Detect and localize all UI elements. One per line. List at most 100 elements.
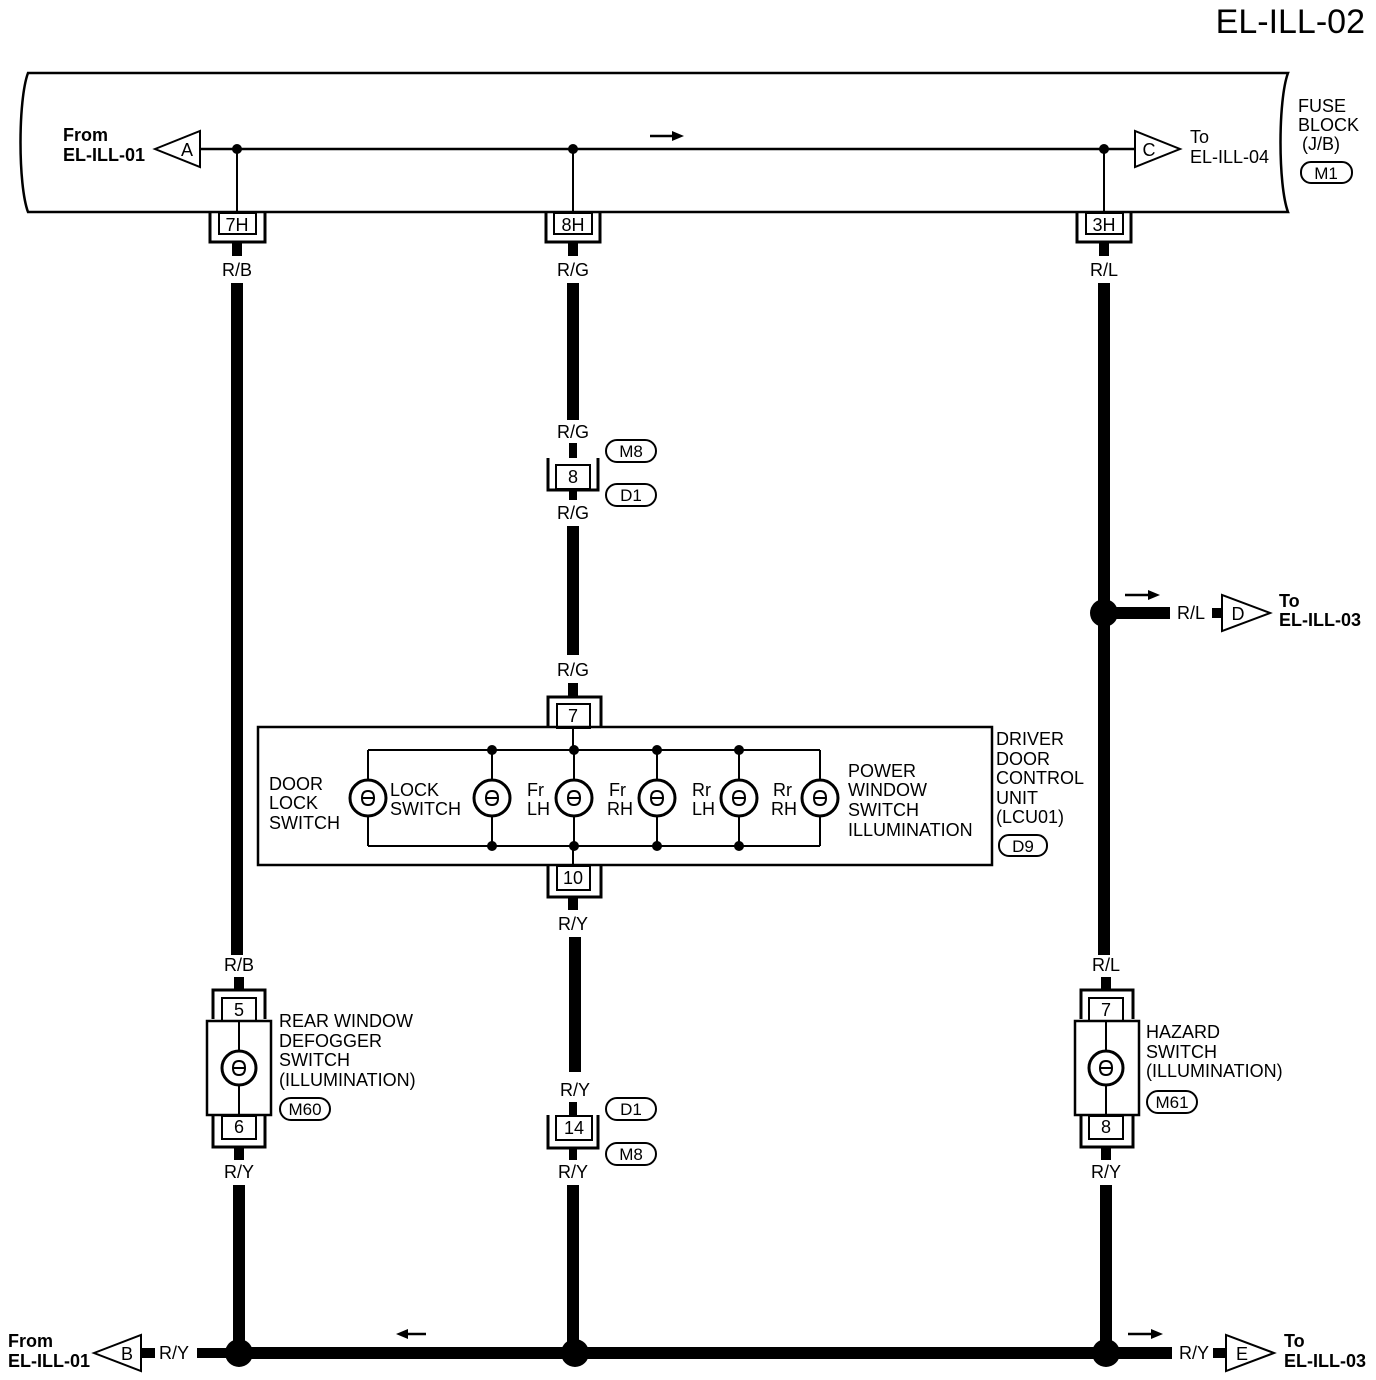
door-lock-label-1: DOOR xyxy=(269,774,323,794)
connector-m1-label: M1 xyxy=(1314,164,1338,183)
defogger-label-4: (ILLUMINATION) xyxy=(279,1070,416,1090)
ref-b-line2: EL-ILL-01 xyxy=(8,1351,90,1371)
rear-defogger-switch: 5 6 REAR WINDOW DEFOGGER SWITCH (ILLUMIN… xyxy=(205,988,416,1149)
wire-label-ry-left: R/Y xyxy=(224,1162,254,1182)
rr-rh-label-2: RH xyxy=(771,799,797,819)
flow-arrow-icon xyxy=(396,1329,426,1339)
svg-text:8: 8 xyxy=(1101,1117,1111,1137)
lock-switch-label-1: LOCK xyxy=(390,780,439,800)
svg-text:B: B xyxy=(121,1344,133,1364)
wire-label-ry-b: R/Y xyxy=(159,1343,189,1363)
connector-m8-badge-lower xyxy=(605,1142,657,1166)
flow-arrow-icon xyxy=(1128,1329,1163,1339)
wire-right-column: R/L R/L D To EL-ILL-03 R/L 7 xyxy=(1073,242,1361,1352)
pws-label-4: ILLUMINATION xyxy=(848,820,973,840)
svg-text:8: 8 xyxy=(568,467,578,487)
svg-text:3H: 3H xyxy=(1092,215,1115,235)
wire-bottom-bus: R/Y B From EL-ILL-01 R/Y E To EL-ILL-03 xyxy=(8,1329,1366,1373)
svg-text:7H: 7H xyxy=(225,215,248,235)
svg-text:M8: M8 xyxy=(619,442,643,461)
connector-d9-label: D9 xyxy=(1012,837,1034,856)
hazard-label-2: SWITCH xyxy=(1146,1042,1217,1062)
svg-text:5: 5 xyxy=(234,1000,244,1020)
wire-label-rl-top: R/L xyxy=(1090,260,1118,280)
connector-m60-badge xyxy=(279,1097,331,1121)
ref-c-to-el-ill-04: C To EL-ILL-04 xyxy=(1134,127,1269,169)
hazard-label-3: (ILLUMINATION) xyxy=(1146,1061,1283,1081)
wire-middle-lower: R/Y R/Y 14 D1 M8 R/Y xyxy=(546,897,657,1352)
wire-label-rb-top: R/B xyxy=(222,260,252,280)
hazard-label-1: HAZARD xyxy=(1146,1022,1220,1042)
connector-m61-label: M61 xyxy=(1155,1093,1188,1112)
svg-text:M8: M8 xyxy=(619,1145,643,1164)
svg-text:10: 10 xyxy=(563,868,583,888)
terminal-3h: 3H xyxy=(1075,212,1133,244)
door-lock-label-3: SWITCH xyxy=(269,813,340,833)
wire-left-column: R/B R/B 5 6 REAR WINDOW DEFOGGER SWITCH … xyxy=(205,242,416,1352)
wire-label-ry-e: R/Y xyxy=(1179,1343,1209,1363)
svg-text:C: C xyxy=(1143,140,1156,160)
ref-e-line1: To xyxy=(1284,1331,1305,1351)
flow-arrow-icon xyxy=(1125,590,1160,600)
connector-m1-badge xyxy=(1300,161,1353,184)
defogger-label-3: SWITCH xyxy=(279,1050,350,1070)
wire-label-ry-mid-3: R/Y xyxy=(558,1162,588,1182)
fuse-block-label-1: FUSE xyxy=(1298,96,1346,116)
ref-b-line1: From xyxy=(8,1331,53,1351)
connector-d1-badge xyxy=(605,483,657,507)
lamp-lock-switch xyxy=(472,745,512,851)
ref-c-line1: To xyxy=(1190,127,1209,147)
fuse-block: FUSE BLOCK (J/B) M1 xyxy=(19,71,1359,214)
fuse-block-label-3: (J/B) xyxy=(1302,134,1340,154)
fr-lh-label-2: LH xyxy=(527,799,550,819)
rr-lh-label-1: Rr xyxy=(692,780,711,800)
wire-label-rg-1: R/G xyxy=(557,260,589,280)
lamp-rr-lh xyxy=(719,745,759,851)
wire-label-rg-4: R/G xyxy=(557,660,589,680)
ref-d-line1: To xyxy=(1279,591,1300,611)
connector-m8-badge xyxy=(605,439,657,463)
fuse-block-label-2: BLOCK xyxy=(1298,115,1359,135)
bulb-icon xyxy=(1087,1049,1125,1087)
hazard-switch: 7 8 HAZARD SWITCH (ILLUMINATION) M61 xyxy=(1073,988,1283,1149)
svg-text:7: 7 xyxy=(1101,1000,1111,1020)
lamp-fr-lh xyxy=(554,745,594,851)
ref-e-line2: EL-ILL-03 xyxy=(1284,1351,1366,1371)
svg-text:8H: 8H xyxy=(561,215,584,235)
rr-lh-label-2: LH xyxy=(692,799,715,819)
wire-label-rg-2: R/G xyxy=(557,422,589,442)
svg-text:6: 6 xyxy=(234,1117,244,1137)
rr-rh-label-1: Rr xyxy=(773,780,792,800)
lamp-door-lock-switch xyxy=(348,750,388,846)
dcu-label-2: DOOR xyxy=(996,749,1050,769)
fr-lh-label-1: Fr xyxy=(527,780,544,800)
pws-label-2: WINDOW xyxy=(848,780,927,800)
ref-a-line2: EL-ILL-01 xyxy=(63,145,145,165)
lock-switch-label-2: SWITCH xyxy=(390,799,461,819)
inline-connector-m8-d1-pin8: 8 M8 D1 xyxy=(546,439,657,507)
connector-m61-badge xyxy=(1146,1090,1198,1114)
svg-text:D: D xyxy=(1232,604,1245,624)
ref-b-from-el-ill-01: B From EL-ILL-01 xyxy=(8,1331,142,1373)
wire-label-rl-branch: R/L xyxy=(1177,603,1205,623)
wire-label-ry-mid-2: R/Y xyxy=(560,1080,590,1100)
defogger-label-2: DEFOGGER xyxy=(279,1031,382,1051)
ref-e-to-el-ill-03: E To EL-ILL-03 xyxy=(1225,1331,1366,1373)
wire-middle-column: R/G R/G 8 M8 D1 R/G R/G xyxy=(546,242,657,697)
ref-a-from-el-ill-01: A From EL-ILL-01 xyxy=(63,125,201,169)
svg-text:E: E xyxy=(1236,1344,1248,1364)
defogger-label-1: REAR WINDOW xyxy=(279,1011,413,1031)
wire-label-ry-mid-1: R/Y xyxy=(558,914,588,934)
pws-label-1: POWER xyxy=(848,761,916,781)
inline-connector-d1-m8-pin14: 14 D1 M8 xyxy=(546,1097,657,1166)
svg-text:14: 14 xyxy=(564,1118,584,1138)
wire-label-ry-right: R/Y xyxy=(1091,1162,1121,1182)
page-title: EL-ILL-02 xyxy=(1216,3,1365,41)
dcu-label-4: UNIT xyxy=(996,788,1038,808)
svg-text:A: A xyxy=(181,140,193,160)
ref-d-line2: EL-ILL-03 xyxy=(1279,610,1361,630)
lamp-rr-rh xyxy=(800,750,840,846)
svg-text:D1: D1 xyxy=(620,486,642,505)
connector-d9-badge xyxy=(998,834,1048,857)
